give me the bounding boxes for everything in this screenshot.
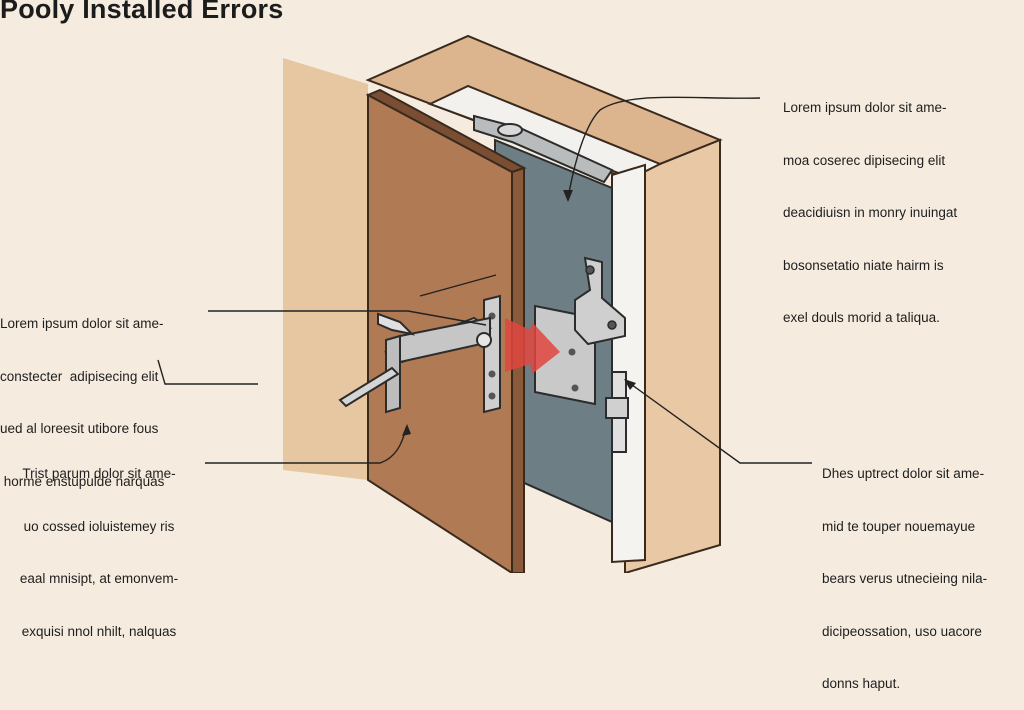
callout-line: deacidiuisn in monry inuingat xyxy=(783,205,958,220)
frame-jamb-right xyxy=(611,163,646,564)
callout-line: dicipeossation, uso uacore xyxy=(822,623,982,639)
callout-line: mid te touper nouemayue xyxy=(822,518,976,534)
wall-left xyxy=(283,58,368,480)
leader-mid-left-bracket xyxy=(157,359,258,385)
callout-line: uo cossed ioluistemey ris xyxy=(23,518,175,534)
callout-top-right: Lorem ipsum dolor sit ame- moa coserec d… xyxy=(783,64,957,344)
callout-line: Trist parum dolor sit ame- xyxy=(22,466,176,481)
callout-line: horme enstupulde narquas xyxy=(0,473,165,489)
callout-line: exquisi nnol nhilt, nalquas xyxy=(21,623,177,639)
error-arrow xyxy=(505,318,560,374)
page-title: Pooly Installed Errors xyxy=(0,0,284,24)
callout-line: Lorem ipsum dolor sit ame- xyxy=(783,100,947,115)
callout-line: ued al loreesit utibore fous xyxy=(0,421,159,436)
leader-bot-right xyxy=(627,381,812,464)
callout-line: exel douls morid a taliqua. xyxy=(783,310,940,325)
leader-door xyxy=(419,274,497,297)
callout-bottom-right: Dhes uptrect dolor sit ame- mid te toupe… xyxy=(822,430,987,710)
callout-line: bosonsetatio niate hairm is xyxy=(783,257,944,273)
top-bracket-knob xyxy=(497,123,523,137)
callout-line: Lorem ipsum dolor sit ame- xyxy=(0,316,164,331)
callout-line: donns haput. xyxy=(822,676,901,691)
leader-mid-left xyxy=(208,310,487,326)
door-diagram xyxy=(157,34,812,573)
callout-mid-left: Lorem ipsum dolor sit ame- constecter ad… xyxy=(0,280,164,508)
callout-line: Dhes uptrect dolor sit ame- xyxy=(822,466,985,481)
bolt-handle xyxy=(338,366,400,408)
callout-line: moa coserec dipisecing elit xyxy=(783,152,946,168)
bolt-screw xyxy=(476,332,492,348)
callout-bottom-left: Trist parum dolor sit ame- uo cossed iol… xyxy=(0,430,198,658)
door-side xyxy=(511,166,525,573)
leader-top-right xyxy=(567,96,761,199)
callout-line: constecter adipisecing elit xyxy=(0,368,159,384)
bolt-knob xyxy=(377,312,416,336)
